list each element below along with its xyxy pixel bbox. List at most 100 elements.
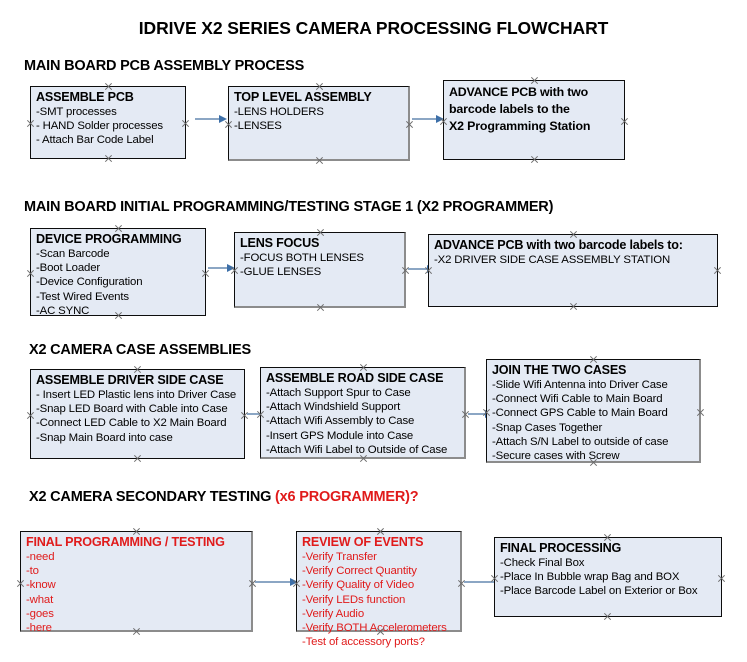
connector-handle-right[interactable] — [240, 411, 249, 420]
box-assemble-road-side-case[interactable]: ASSEMBLE ROAD SIDE CASE -Attach Support … — [260, 367, 466, 459]
box-line: -X2 DRIVER SIDE CASE ASSEMBLY STATION — [434, 254, 671, 266]
box-assemble-driver-side-case[interactable]: ASSEMBLE DRIVER SIDE CASE - Insert LED P… — [30, 369, 245, 459]
box-line: -Insert GPS Module into Case — [266, 429, 414, 442]
section-heading-x2-camera-secondary-testing: X2 CAMERA SECONDARY TESTING (x6 PROGRAMM… — [29, 489, 419, 505]
box-line: -Boot Loader — [36, 262, 101, 275]
box-advance-pcb-to-x2-programming-station[interactable]: ADVANCE PCB with two barcode labels to t… — [443, 80, 625, 160]
box-line: -Place Barcode Label on Exterior or Box — [500, 585, 698, 598]
arrow-shaft — [208, 267, 228, 269]
box-line: -Verify Transfer — [302, 551, 377, 563]
box-line: -Snap LED Board with Cable into Case — [36, 403, 228, 416]
box-line: -Secure cases with Screw — [492, 450, 620, 463]
arrow-shaft — [468, 413, 486, 415]
box-line: -Test Wired Events — [36, 290, 129, 303]
connector-handle-left[interactable] — [26, 269, 35, 278]
box-line: -need — [26, 551, 55, 563]
connector-handle-right[interactable] — [457, 579, 466, 588]
connector-handle-right[interactable] — [713, 266, 722, 275]
box-title: ADVANCE PCB with two — [449, 85, 588, 99]
section-heading-main-board-pcb-assembly: MAIN BOARD PCB ASSEMBLY PROCESS — [24, 58, 304, 74]
connector-handle-bottom[interactable] — [569, 302, 578, 311]
box-title: FINAL PROGRAMMING / TESTING — [26, 535, 225, 549]
connector-handle-right[interactable] — [181, 119, 190, 128]
connector-handle-right[interactable] — [248, 579, 257, 588]
arrow-top-level-assembly-to-advance-pcb — [412, 114, 444, 124]
connector-handle-left[interactable] — [424, 266, 433, 275]
connector-handle-bottom[interactable] — [316, 303, 325, 312]
arrow-shaft — [412, 118, 437, 120]
box-line: -Verify Audio — [302, 607, 364, 620]
section-heading-text: MAIN BOARD PCB ASSEMBLY PROCESS — [24, 58, 305, 74]
box-advance-pcb-to-driver-side-case-station[interactable]: ADVANCE PCB with two barcode labels to: … — [428, 234, 718, 307]
connector-handle-right[interactable] — [620, 117, 629, 126]
connector-handle-right[interactable] — [461, 410, 470, 419]
connector-handle-left[interactable] — [224, 120, 233, 129]
arrow-head — [219, 114, 227, 123]
connector-handle-bottom[interactable] — [603, 612, 612, 621]
connector-handle-right[interactable] — [717, 574, 726, 583]
box-title: ASSEMBLE DRIVER SIDE CASE — [36, 373, 224, 387]
box-line-overflow: -Test of accessory ports? — [302, 636, 425, 649]
box-assemble-pcb[interactable]: ASSEMBLE PCB -SMT processes - HAND Solde… — [30, 86, 186, 159]
box-line: -LENSES — [234, 120, 282, 133]
box-final-programming-testing[interactable]: FINAL PROGRAMMING / TESTING -need -to -k… — [20, 531, 253, 634]
connector-handle-right[interactable] — [405, 120, 414, 129]
section-heading-text: X2 CAMERA SECONDARY TESTING — [29, 489, 276, 505]
box-line: -Verify Correct Quantity — [302, 565, 417, 578]
arrow-shaft — [408, 268, 428, 270]
connector-handle-bottom[interactable] — [104, 154, 113, 163]
box-title: ASSEMBLE PCB — [36, 90, 134, 104]
connector-handle-left[interactable] — [482, 408, 491, 417]
connector-handle-right[interactable] — [201, 269, 210, 278]
box-line: -Slide Wifi Antenna into Driver Case — [492, 379, 668, 391]
box-join-the-two-cases[interactable]: JOIN THE TWO CASES -Slide Wifi Antenna i… — [486, 359, 701, 463]
box-line: - Attach Bar Code Label — [36, 134, 154, 147]
arrow-device-programming-to-lens-focus — [208, 263, 235, 273]
box-title: JOIN THE TWO CASES — [492, 363, 627, 377]
box-line: -goes — [26, 607, 54, 620]
page-title: IDRIVE X2 SERIES CAMERA PROCESSING FLOWC… — [138, 18, 609, 38]
arrow-assemble-pcb-to-top-level-assembly — [195, 114, 227, 124]
connector-handle-left[interactable] — [16, 579, 25, 588]
box-line: -LENS HOLDERS — [234, 106, 324, 118]
connector-handle-left[interactable] — [490, 574, 499, 583]
section-heading-text: MAIN BOARD INITIAL PROGRAMMING/TESTING S… — [24, 199, 554, 215]
box-line: -Snap Main Board into case — [36, 431, 173, 444]
box-line: -Attach Windshield Support — [266, 401, 401, 414]
connector-handle-left[interactable] — [26, 411, 35, 420]
connector-handle-right[interactable] — [401, 266, 410, 275]
connector-handle-left[interactable] — [292, 579, 301, 588]
box-line: -GLUE LENSES — [240, 266, 322, 279]
connector-handle-left[interactable] — [439, 117, 448, 126]
box-final-processing[interactable]: FINAL PROCESSING -Check Final Box -Place… — [494, 537, 722, 617]
box-line: -Attach Wifi Assembly to Case — [266, 415, 415, 428]
section-heading-main-board-initial-programming: MAIN BOARD INITIAL PROGRAMMING/TESTING S… — [24, 199, 553, 215]
box-device-programming[interactable]: DEVICE PROGRAMMING -Scan Barcode -Boot L… — [30, 228, 206, 317]
connector-handle-left[interactable] — [230, 266, 239, 275]
arrow-shaft — [255, 581, 291, 583]
section-heading-accent: (x6 PROGRAMMER)? — [275, 489, 419, 505]
connector-handle-left[interactable] — [256, 410, 265, 419]
section-heading-x2-camera-case-assemblies: X2 CAMERA CASE ASSEMBLIES — [29, 342, 251, 358]
box-line: -Verify Quality of Video — [302, 579, 415, 592]
connector-handle-left[interactable] — [26, 119, 35, 128]
box-line: barcode labels to the — [449, 102, 570, 116]
box-title: TOP LEVEL ASSEMBLY — [234, 90, 372, 104]
arrow-final-programming-to-review-of-events — [255, 577, 298, 587]
box-line: -Device Configuration — [36, 276, 143, 289]
box-line: - HAND Solder processes — [36, 120, 163, 133]
connector-handle-right[interactable] — [696, 408, 705, 417]
connector-handle-bottom[interactable] — [315, 156, 324, 165]
box-line: -Connect Wifi Cable to Main Board — [492, 393, 663, 406]
connector-handle-bottom[interactable] — [530, 155, 539, 164]
connector-handle-bottom[interactable] — [133, 454, 142, 463]
box-top-level-assembly[interactable]: TOP LEVEL ASSEMBLY -LENS HOLDERS -LENSES — [228, 86, 410, 161]
box-title: DEVICE PROGRAMMING — [36, 232, 182, 246]
box-title: ASSEMBLE ROAD SIDE CASE — [266, 371, 444, 385]
box-line: X2 Programming Station — [449, 119, 591, 133]
box-title: REVIEW OF EVENTS — [302, 535, 424, 549]
box-title: FINAL PROCESSING — [500, 541, 622, 555]
box-review-of-events[interactable]: REVIEW OF EVENTS -Verify Transfer -Verif… — [296, 531, 462, 648]
box-lens-focus[interactable]: LENS FOCUS -FOCUS BOTH LENSES -GLUE LENS… — [234, 232, 406, 308]
